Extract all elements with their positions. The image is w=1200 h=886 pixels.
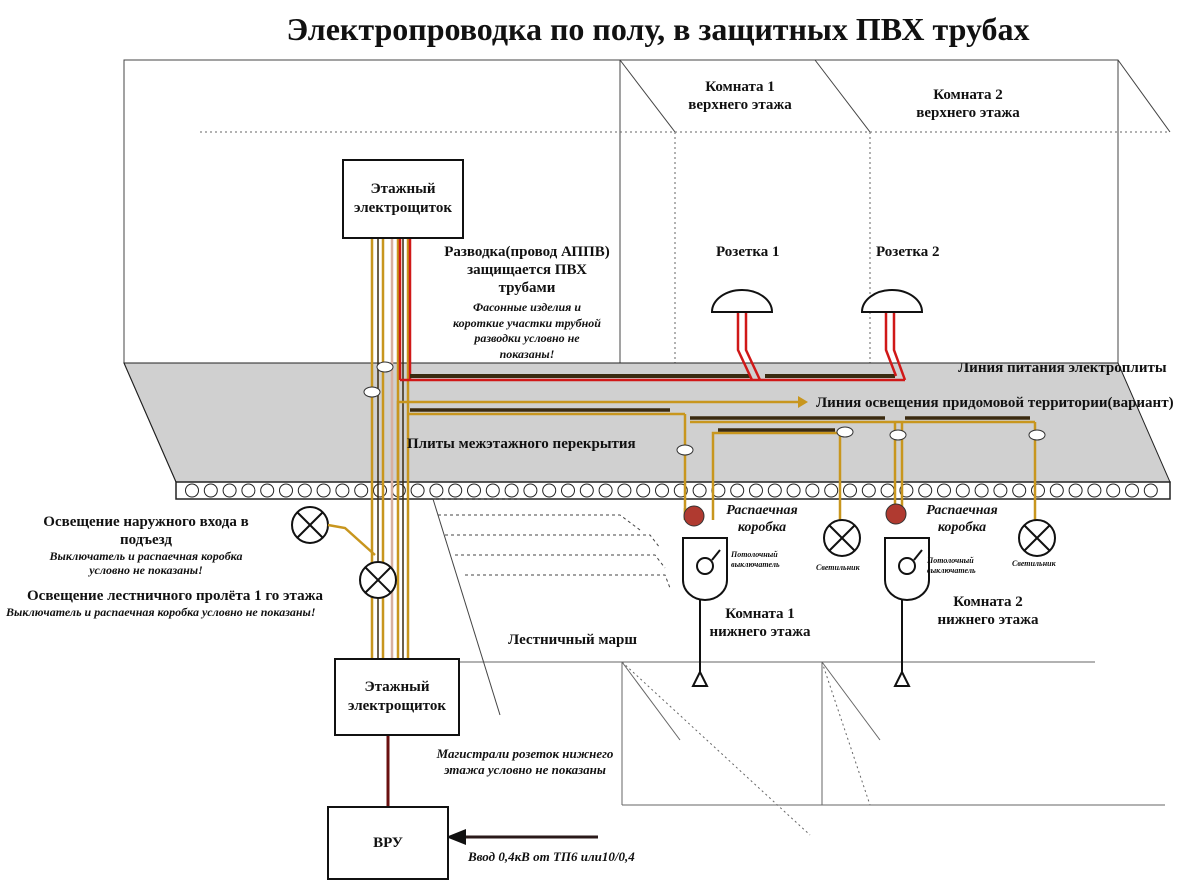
lamp-1-label: Светильник	[816, 563, 860, 572]
slab-hole	[1068, 483, 1083, 498]
slab-hole	[692, 483, 707, 498]
outdoor-lamp-icon	[291, 506, 329, 544]
slab-hole	[542, 483, 557, 498]
slab-hole	[598, 483, 613, 498]
slab-hole	[636, 483, 651, 498]
slab-hole	[861, 483, 876, 498]
slab-hole	[767, 483, 782, 498]
slab-hole	[1012, 483, 1027, 498]
lower-floor-outline	[440, 661, 1165, 806]
slab-hole	[824, 483, 839, 498]
staircase-label: Лестничный марш	[508, 632, 638, 648]
slab-hole	[786, 483, 801, 498]
stove-line	[400, 310, 907, 382]
stair-light-title: Освещение лестничного пролёта 1 го этажа	[27, 588, 323, 604]
slab-hole	[1031, 483, 1045, 498]
socket-2-label: Розетка 2	[876, 244, 940, 260]
staircase	[432, 498, 671, 716]
floor-slab	[123, 362, 1171, 500]
lower-floor-dashed	[621, 661, 871, 836]
input-label: Ввод 0,4кВ от ТП6 или10/0,4	[468, 849, 635, 864]
slab-hole	[918, 483, 933, 498]
slab-hole	[185, 483, 199, 498]
slab-hole	[730, 483, 745, 498]
slab-holes	[185, 483, 1158, 498]
lighting-lines	[396, 400, 1037, 520]
lamp-2-label: Светильник	[1012, 559, 1056, 568]
stair-lamp-icon	[359, 561, 397, 599]
slab-hole	[410, 483, 425, 498]
slab-hole	[260, 483, 275, 498]
vru-box: ВРУ	[327, 806, 449, 880]
slab-hole	[448, 483, 463, 498]
slab-hole	[617, 483, 632, 498]
slab-hole	[373, 483, 387, 498]
slab-hole	[843, 483, 857, 498]
slab-hole	[1143, 483, 1158, 498]
slab-hole	[880, 483, 895, 498]
stove-line-label: Линия питания электроплиты	[958, 360, 1167, 376]
slab-hole	[485, 483, 500, 498]
slab-hole	[222, 483, 237, 498]
input-arrow-icon	[446, 829, 466, 845]
slab-hole	[429, 483, 444, 498]
building-outline	[123, 59, 1171, 363]
slab-hole	[655, 483, 669, 498]
socket-1-icon	[710, 289, 774, 313]
socket-2-icon	[860, 289, 924, 313]
slab-hole	[279, 483, 293, 498]
slab-hole	[316, 483, 331, 498]
page-title: Электропроводка по полу, в защитных ПВХ …	[286, 11, 1030, 47]
slab-hole	[354, 483, 369, 498]
slab-hole	[579, 483, 594, 498]
slab-entry-holes	[363, 361, 1046, 456]
slab-hole	[561, 483, 575, 498]
slab-hole	[974, 483, 989, 498]
slab-hole	[749, 483, 763, 498]
slab-hole	[1106, 483, 1121, 498]
slab-hole	[805, 483, 820, 498]
lamp-1-icon	[823, 519, 861, 557]
slab-hole	[993, 483, 1008, 498]
outdoor-lamp-wire	[327, 523, 376, 556]
slab-hole	[955, 483, 970, 498]
slab-hole	[1087, 483, 1102, 498]
slab-hole	[467, 483, 481, 498]
slab-hole	[523, 483, 538, 498]
lamp-2-icon	[1018, 519, 1056, 557]
slab-hole	[1049, 483, 1064, 498]
ceiling-switch-1-icon	[682, 537, 728, 687]
slab-hole	[297, 483, 312, 498]
yard-line-arrow	[798, 396, 808, 408]
slab-label: Плиты межэтажного перекрытия	[407, 436, 636, 452]
slab-hole	[241, 483, 256, 498]
slab-hole	[937, 483, 951, 498]
junction-box-1-icon	[683, 505, 705, 527]
slab-hole	[203, 483, 218, 498]
yard-line-label: Линия освещения придомовой территории(ва…	[816, 395, 1174, 411]
slab-hole	[335, 483, 350, 498]
junction-box-2-icon	[885, 503, 907, 525]
socket-1-label: Розетка 1	[716, 244, 780, 260]
ceiling-switch-2-icon	[884, 537, 930, 687]
stair-light-note: Выключатель и распаечная коробка условно…	[6, 605, 316, 619]
slab-hole	[504, 483, 519, 498]
slab-hole	[1125, 483, 1139, 498]
